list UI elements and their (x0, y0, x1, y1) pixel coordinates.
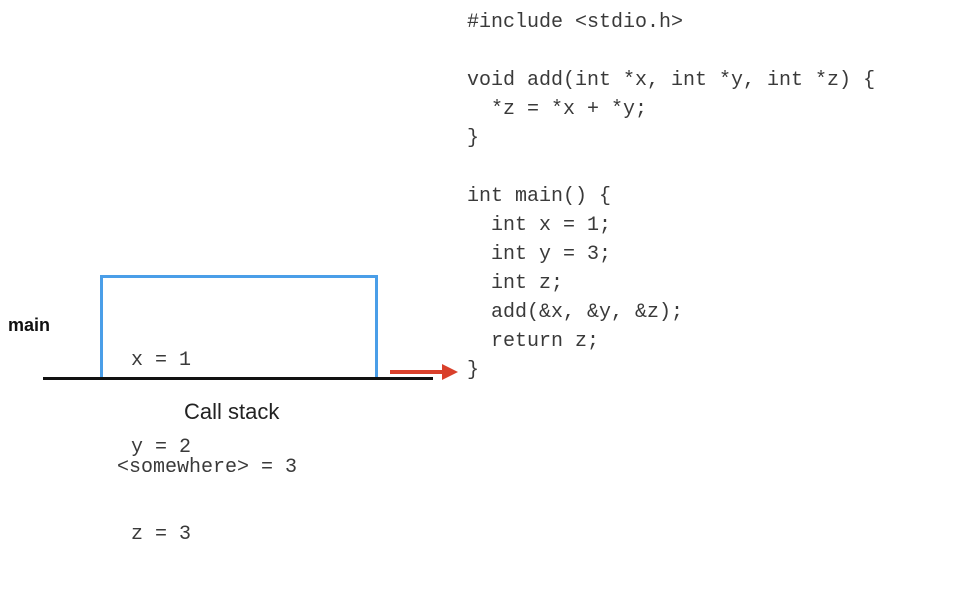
return-value-text: <somewhere> = 3 (117, 456, 298, 479)
frame-variables: x = 1 y = 2 z = 3 (131, 288, 191, 607)
frame-variable-y: y = 2 (131, 436, 192, 459)
code-line: return z; (467, 330, 600, 353)
call-stack-caption: Call stack (184, 399, 280, 424)
stack-base-line (43, 377, 433, 380)
code-line (467, 153, 875, 182)
code-line: add(&x, &y, &z); (467, 301, 684, 324)
stack-frame-label: main (8, 315, 51, 335)
right-arrow-icon (390, 364, 458, 380)
code-line: #include <stdio.h> (467, 11, 684, 34)
code-line: } (467, 127, 480, 150)
code-line (467, 37, 875, 66)
code-line: } (467, 359, 480, 382)
source-code: #include <stdio.h> void add(int *x, int *… (467, 8, 875, 385)
code-line: int main() { (467, 185, 612, 208)
frame-variable-x: x = 1 (131, 349, 192, 372)
code-line: int x = 1; (467, 214, 612, 237)
stack-frame-main: x = 1 y = 2 z = 3 (100, 275, 378, 546)
code-line: int z; (467, 272, 564, 295)
code-line: int y = 3; (467, 243, 612, 266)
code-line: *z = *x + *y; (467, 98, 648, 121)
frame-variable-z: z = 3 (131, 523, 192, 546)
code-line: void add(int *x, int *y, int *z) { (467, 69, 876, 92)
